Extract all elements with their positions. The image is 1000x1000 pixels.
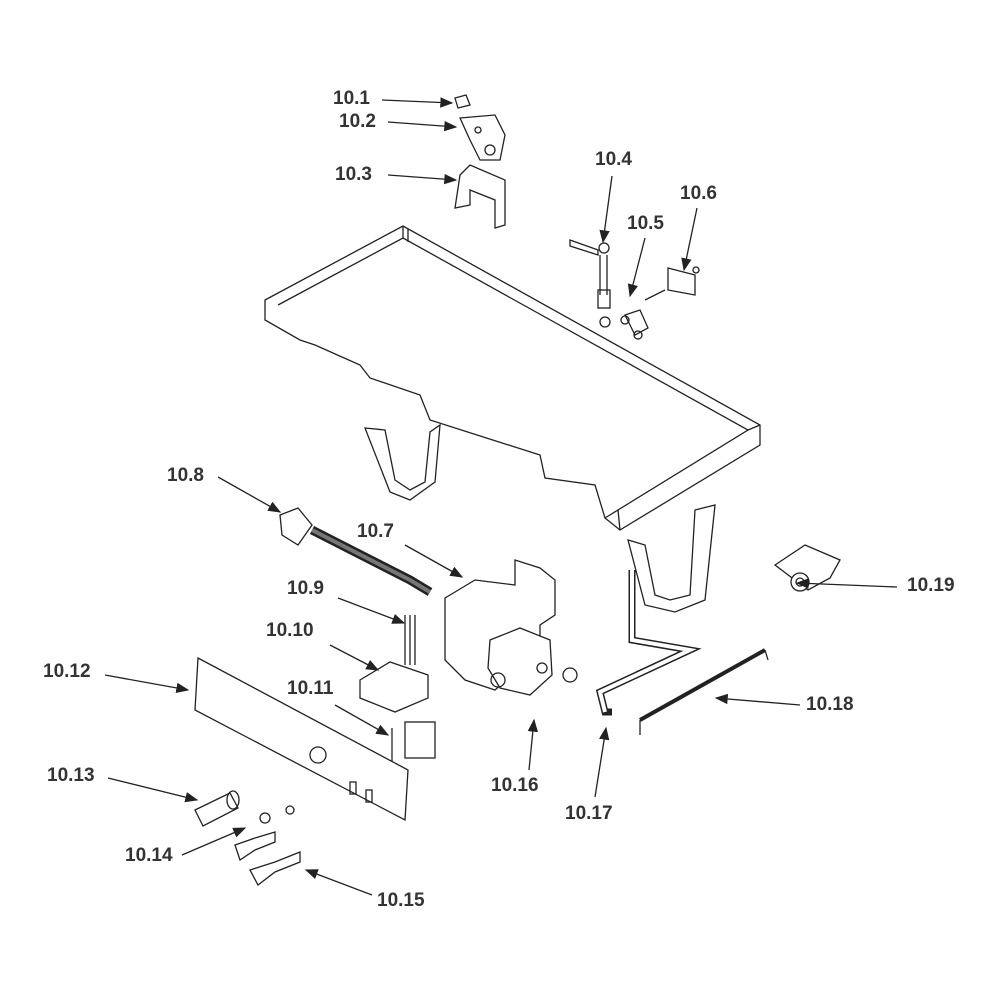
tray-leg — [627, 504, 716, 613]
label-10-13: 10.13 — [47, 765, 95, 786]
label-10-12: 10.12 — [43, 661, 91, 682]
label-10-4: 10.4 — [595, 149, 632, 170]
label-10-9: 10.9 — [287, 578, 324, 599]
label-10-6: 10.6 — [680, 183, 717, 204]
label-10-10: 10.10 — [266, 620, 314, 641]
label-10-3: 10.3 — [335, 164, 372, 185]
label-10-8: 10.8 — [167, 465, 204, 486]
label-10-16: 10.16 — [491, 775, 539, 796]
label-10-19: 10.19 — [907, 575, 955, 596]
label-10-1: 10.1 — [333, 88, 370, 109]
label-10-11: 10.11 — [287, 678, 334, 699]
tray-leg — [364, 423, 441, 501]
label-10-17: 10.17 — [565, 803, 613, 824]
label-10-2: 10.2 — [339, 111, 376, 132]
label-10-5: 10.5 — [627, 213, 664, 234]
label-10-7: 10.7 — [357, 521, 394, 542]
tray-part — [264, 225, 761, 531]
leader-arrows — [104, 97, 898, 896]
label-10-18: 10.18 — [806, 694, 854, 715]
label-10-15: 10.15 — [377, 890, 425, 911]
label-10-14: 10.14 — [125, 845, 173, 866]
